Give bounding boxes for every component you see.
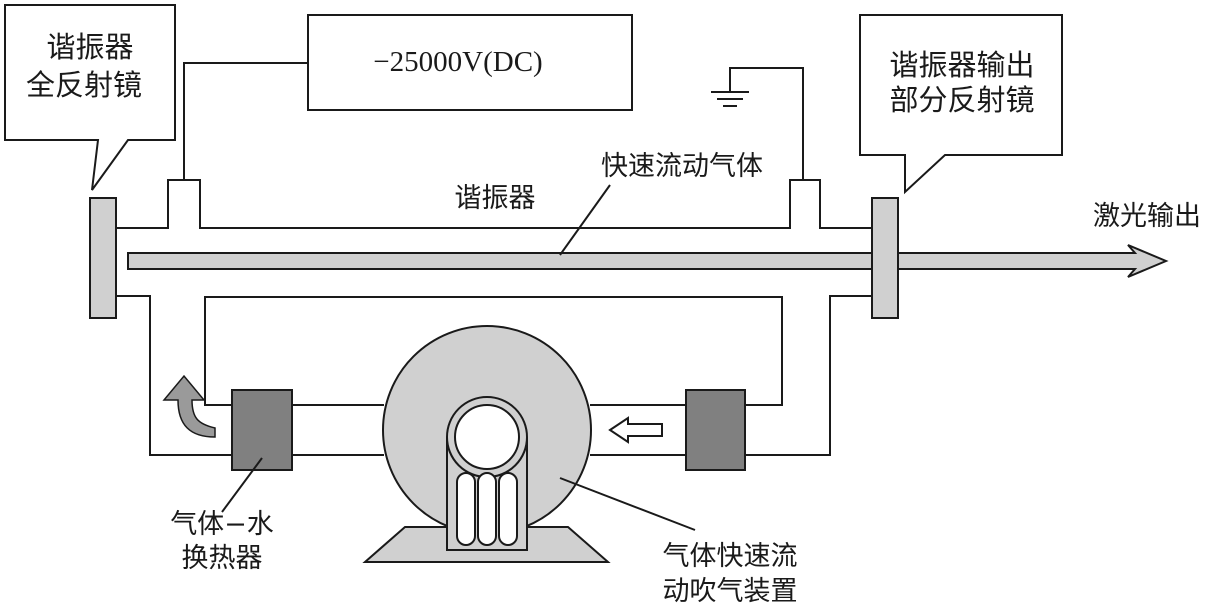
- cathode-wire: [183, 62, 308, 180]
- resonator-tube: [116, 179, 872, 456]
- heat-exchanger-leader: [221, 457, 263, 513]
- gas-leader-line: [559, 184, 611, 256]
- rear-mirror-label-line2: 全反射镜: [26, 68, 142, 102]
- resonator-label: 谐振器: [455, 183, 536, 214]
- fast-flow-gas-label: 快速流动气体: [601, 151, 763, 182]
- power-supply-label: −25000V(DC): [373, 46, 542, 78]
- laser-output-arrow-icon: [879, 244, 1169, 278]
- laser-output-label: 激光输出: [1093, 201, 1201, 232]
- blower-leader: [559, 477, 696, 531]
- rear-mirror-label-line1: 谐振器: [46, 30, 133, 64]
- blower-motor: [446, 396, 528, 551]
- output-mirror: [871, 197, 899, 319]
- heat-exchanger: [231, 389, 293, 471]
- rear-mirror: [89, 197, 117, 319]
- blower-label-line1: 气体快速流: [663, 541, 798, 572]
- flow-arrow-up-icon: [162, 374, 216, 438]
- right-heat-exchanger: [685, 389, 746, 471]
- output-mirror-callout: [859, 14, 1063, 195]
- blower-label-line2: 动吹气装置: [663, 576, 798, 607]
- ground-symbol-icon: [711, 67, 804, 180]
- heat-exchanger-label-line2: 换热器: [182, 543, 263, 574]
- rear-mirror-callout: [4, 4, 176, 191]
- flow-arrow-left-icon: [608, 416, 663, 444]
- heat-exchanger-label-line1: 气体−水: [170, 509, 274, 540]
- output-mirror-label-line2: 部分反射镜: [889, 83, 1034, 117]
- laser-beam-channel: [127, 252, 881, 270]
- output-mirror-label-line1: 谐振器输出: [889, 48, 1034, 82]
